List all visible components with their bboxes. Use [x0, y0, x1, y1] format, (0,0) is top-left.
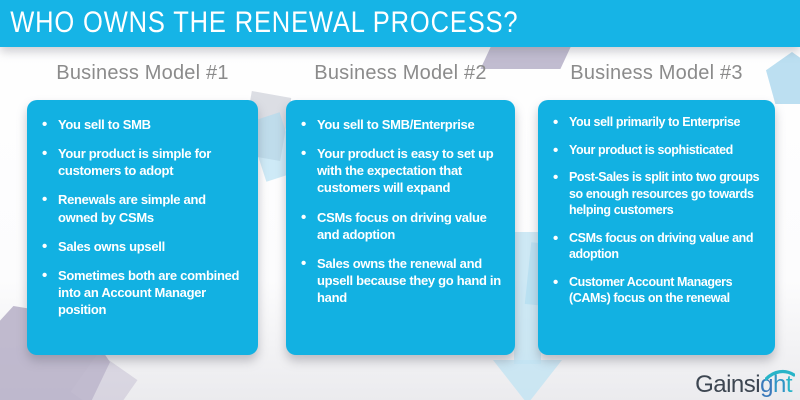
logo-text: t [785, 371, 793, 398]
bullet-item: Sales owns upsell [41, 237, 248, 257]
logo-text: Gainsi [695, 371, 761, 398]
bullet-item: You sell to SMB/Enterprise [300, 115, 505, 135]
bullet-item: You sell to SMB [41, 115, 248, 135]
bullet-list: You sell to SMB Your product is simple f… [41, 115, 248, 318]
logo-swoosh-icon [765, 369, 795, 381]
bullet-item: Post-Sales is split into two groups so e… [552, 168, 765, 219]
column-heading: Business Model #1 [56, 62, 229, 84]
card-business-model-3: You sell primarily to Enterprise Your pr… [538, 100, 775, 355]
bullet-item: Your product is sophisticated [552, 141, 765, 160]
column-business-model-1: Business Model #1 You sell to SMB Your p… [27, 47, 258, 355]
bullet-item: You sell primarily to Enterprise [552, 113, 765, 132]
card-business-model-2: You sell to SMB/Enterprise Your product … [286, 100, 515, 355]
column-business-model-3: Business Model #3 You sell primarily to … [538, 47, 775, 355]
bullet-item: Customer Account Managers (CAMs) focus o… [552, 273, 765, 307]
bullet-item: Sometimes both are combined into an Acco… [41, 266, 248, 318]
bullet-item: CSMs focus on driving value and adoption [300, 208, 505, 243]
column-heading: Business Model #3 [570, 62, 743, 84]
bullet-item: Sales owns the renewal and upsell becaus… [300, 254, 505, 306]
logo-text: h [772, 371, 786, 398]
column-business-model-2: Business Model #2 You sell to SMB/Enterp… [286, 47, 515, 355]
gainsight-logo: Gainsight [695, 369, 795, 398]
card-business-model-1: You sell to SMB Your product is simple f… [27, 100, 258, 355]
bullet-list: You sell to SMB/Enterprise Your product … [300, 115, 505, 306]
column-heading: Business Model #2 [314, 62, 487, 84]
bullet-item: CSMs focus on driving value and adoption [552, 229, 765, 263]
logo-text: g [760, 371, 773, 398]
decor-arrow-down-icon [493, 360, 562, 400]
bullet-item: Your product is easy to set up with the … [300, 144, 505, 196]
bullet-list: You sell primarily to Enterprise Your pr… [552, 113, 765, 307]
bullet-item: Your product is simple for customers to … [41, 144, 248, 179]
title-bar: WHO OWNS THE RENEWAL PROCESS? [0, 0, 800, 47]
page-title: WHO OWNS THE RENEWAL PROCESS? [10, 6, 519, 39]
bullet-item: Renewals are simple and owned by CSMs [41, 190, 248, 225]
